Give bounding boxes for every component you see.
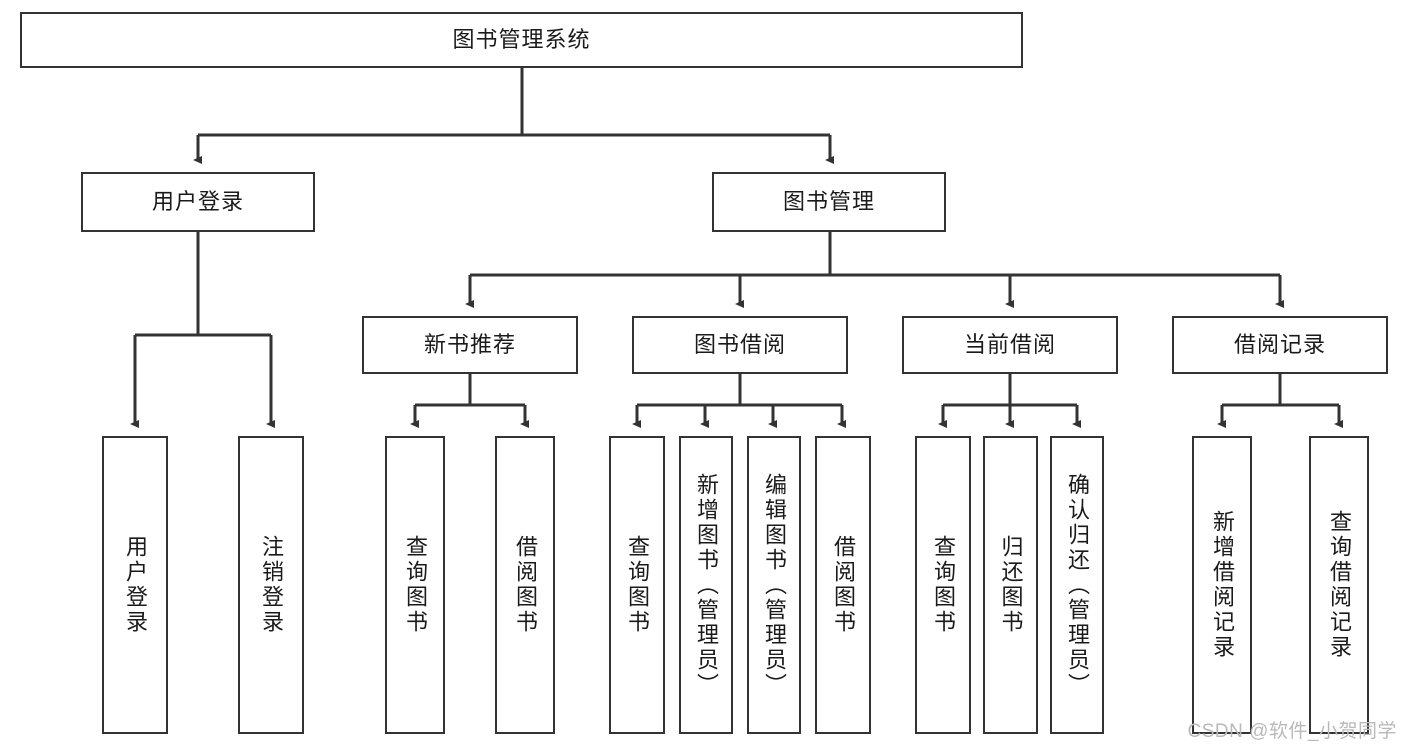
node-leaf-add-record-label: 新增借阅记录 [1210, 510, 1235, 660]
node-leaf-query-book-1[interactable]: 查询图书 [385, 436, 445, 734]
node-leaf-user-login-label: 用户登录 [123, 535, 148, 635]
node-leaf-borrow-book-2-label: 借阅图书 [831, 535, 856, 635]
node-leaf-add-book-label: 新增图书（管理员） [694, 472, 719, 698]
node-book-borrow-label: 图书借阅 [693, 332, 786, 358]
node-leaf-query-book-2-label: 查询图书 [625, 535, 650, 635]
node-current-borrow-label: 当前借阅 [963, 332, 1056, 358]
node-leaf-borrow-book-2[interactable]: 借阅图书 [815, 436, 871, 734]
node-leaf-query-record-label: 查询借阅记录 [1327, 510, 1352, 660]
node-current-borrow[interactable]: 当前借阅 [902, 316, 1118, 374]
node-book-manage-label: 图书管理 [782, 189, 875, 215]
node-leaf-add-record[interactable]: 新增借阅记录 [1192, 436, 1252, 734]
node-leaf-user-logout[interactable]: 注销登录 [238, 436, 304, 734]
node-root-label: 图书管理系统 [452, 27, 591, 53]
watermark-text: CSDN @软件_小贺同学 [1187, 721, 1397, 742]
node-leaf-query-book-3[interactable]: 查询图书 [915, 436, 971, 734]
node-root[interactable]: 图书管理系统 [20, 12, 1023, 68]
node-leaf-edit-book-label: 编辑图书（管理员） [762, 472, 787, 698]
node-borrow-record-label: 借阅记录 [1233, 332, 1326, 358]
node-leaf-query-book-3-label: 查询图书 [931, 535, 956, 635]
node-book-borrow[interactable]: 图书借阅 [632, 316, 848, 374]
node-leaf-user-login[interactable]: 用户登录 [102, 436, 168, 734]
node-leaf-query-record[interactable]: 查询借阅记录 [1309, 436, 1369, 734]
node-leaf-query-book-2[interactable]: 查询图书 [609, 436, 665, 734]
node-leaf-return-book-label: 归还图书 [998, 535, 1024, 635]
node-leaf-edit-book[interactable]: 编辑图书（管理员） [747, 436, 801, 734]
node-leaf-query-book-1-label: 查询图书 [403, 535, 428, 635]
node-leaf-confirm-return-label: 确认归还（管理员） [1065, 472, 1090, 698]
node-leaf-user-logout-label: 注销登录 [259, 535, 284, 635]
node-leaf-return-book[interactable]: 归还图书 [983, 436, 1038, 734]
node-new-book-recommend-label: 新书推荐 [423, 332, 516, 358]
node-book-manage[interactable]: 图书管理 [712, 172, 946, 232]
node-leaf-confirm-return[interactable]: 确认归还（管理员） [1050, 436, 1104, 734]
node-leaf-borrow-book-1-label: 借阅图书 [513, 535, 538, 635]
node-new-book-recommend[interactable]: 新书推荐 [362, 316, 578, 374]
node-leaf-add-book[interactable]: 新增图书（管理员） [679, 436, 733, 734]
node-user-login[interactable]: 用户登录 [81, 172, 315, 232]
node-borrow-record[interactable]: 借阅记录 [1172, 316, 1388, 374]
node-user-login-label: 用户登录 [151, 189, 244, 215]
node-leaf-borrow-book-1[interactable]: 借阅图书 [495, 436, 555, 734]
